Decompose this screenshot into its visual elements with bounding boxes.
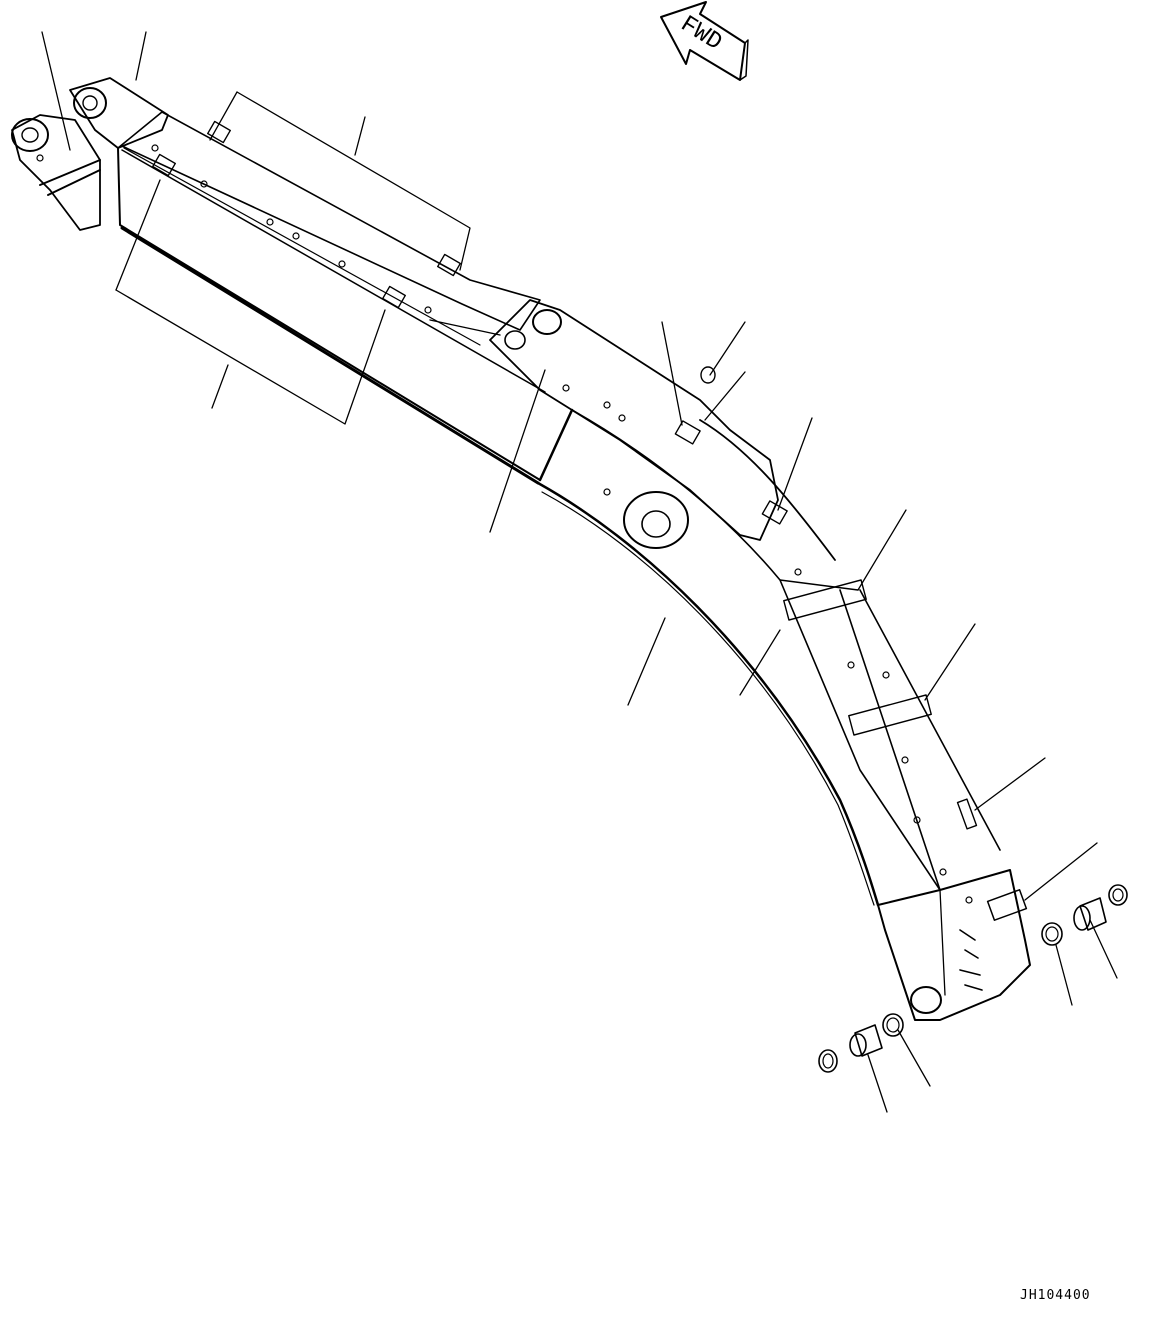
boom-lower-section — [536, 409, 1001, 907]
center-boss — [623, 491, 689, 549]
leader-lines — [41, 31, 1118, 1113]
boom-upper-section — [117, 111, 574, 485]
cylinder-bracket — [429, 299, 779, 541]
callout-frames — [115, 91, 471, 425]
fwd-arrow-icon: FWD — [660, 1, 749, 81]
drawing-code: JH104400 — [1020, 1288, 1091, 1303]
boom-foot — [11, 77, 169, 231]
bolt-holes — [36, 144, 973, 904]
clamps — [152, 120, 978, 830]
bushings — [700, 366, 1128, 1073]
boom-end-bracket — [877, 869, 1031, 1021]
